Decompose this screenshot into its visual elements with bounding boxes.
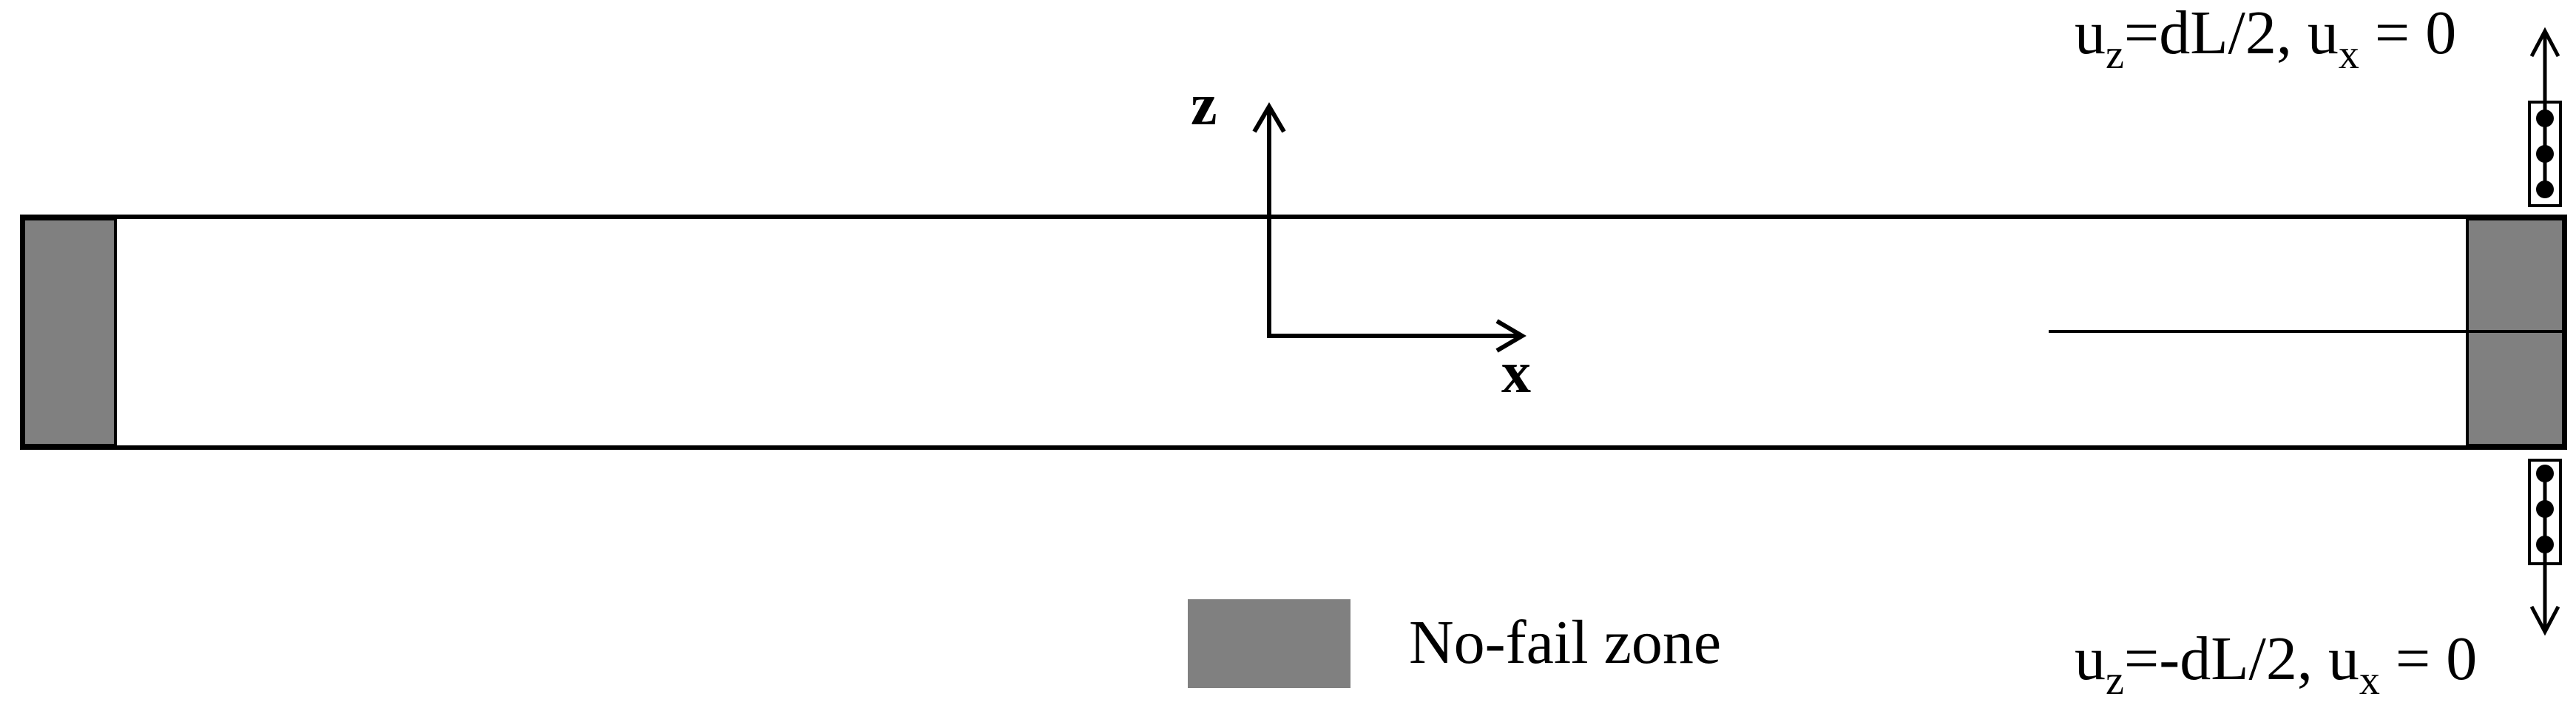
z-axis-label: z [1191,73,1217,138]
coordinate-axes: z x [1191,73,1531,405]
legend-label-no-fail-zone: No-fail zone [1409,608,1721,677]
top-boundary-label: uz=dL/2, ux = 0 [2075,0,2456,78]
top-roller-ball [2536,145,2554,163]
bottom-arrow-head [2529,605,2560,636]
top-roller-ball [2536,181,2554,198]
left-no-fail-zone [22,218,117,447]
z-axis-arrowhead [1252,102,1286,133]
x-axis-arrowhead [1495,319,1527,353]
top-boundary-support [2528,27,2562,207]
legend-swatch-no-fail-zone [1188,599,1350,688]
x-axis-label: x [1501,340,1531,405]
top-arrow-head [2529,27,2560,58]
legend: No-fail zone [1188,599,1721,688]
bottom-roller-ball [2536,536,2554,553]
bottom-roller-ball [2536,500,2554,518]
bottom-boundary-support [2528,459,2562,636]
top-roller-ball [2536,109,2554,127]
bottom-boundary-label: uz=-dL/2, ux = 0 [2075,624,2477,704]
bottom-roller-ball [2536,465,2554,482]
